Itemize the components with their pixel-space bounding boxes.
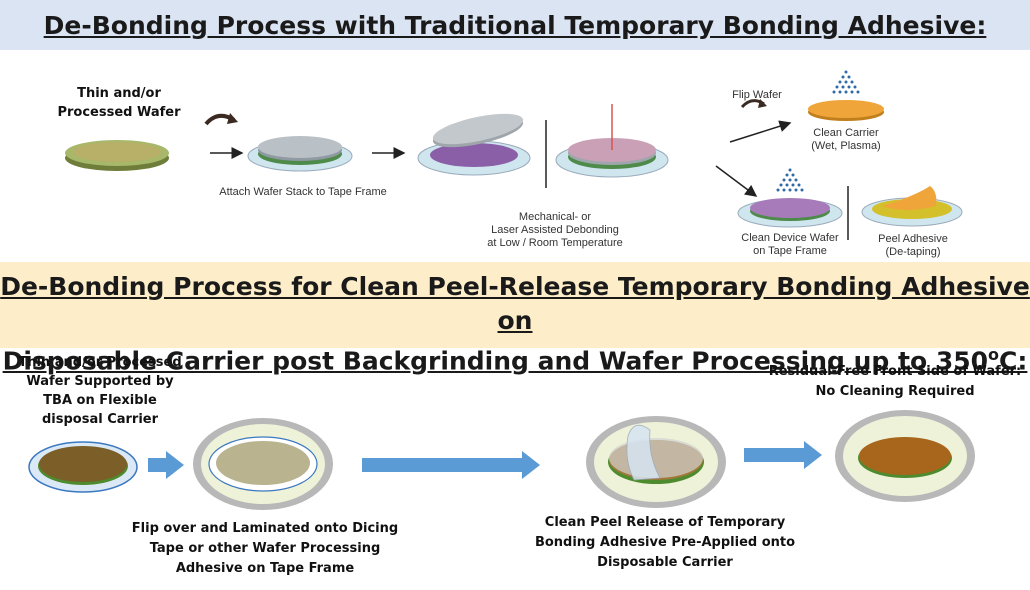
laminate-label-line-1: Flip over and Laminated onto Dicing [131, 521, 399, 536]
peel-adhesive-caption: Peel Adhesive (De-taping) [858, 233, 968, 259]
block-arrow-2 [362, 451, 540, 479]
laminate-label-line-2: Tape or other Wafer Processing [149, 541, 381, 556]
process-arrow-4 [715, 165, 758, 197]
laminate-label: Flip over and Laminated onto Dicing Tape… [115, 519, 415, 579]
block-arrow-3 [744, 441, 822, 469]
debond-caption-line-1: Mechanical- or [518, 211, 592, 223]
wafer-on-flexible-carrier [28, 441, 138, 493]
mechanical-debond-illustration [417, 113, 531, 176]
thin-wafer-illustration [65, 140, 169, 171]
peel-release-label-line-1: Clean Peel Release of Temporary [544, 515, 786, 530]
peel-release-label-line-3: Disposable Carrier [597, 555, 733, 570]
clean-device-caption: Clean Device Wafer on Tape Frame [728, 232, 852, 258]
residual-free-label: Residual-Free Front Side of Wafer: No Cl… [760, 362, 1030, 402]
laminated-on-tape-frame [193, 418, 333, 510]
flexible-carrier-label-line-1: Thin and/or Processed [18, 355, 182, 370]
debond-caption-line-3: at Low / Room Temperature [487, 237, 623, 249]
bottom-section-title: De-Bonding Process for Clean Peel-Releas… [0, 262, 1030, 375]
peel-adhesive-illustration [861, 186, 963, 227]
flip-curved-arrow-2-head [758, 99, 767, 108]
flexible-carrier-label-line-3: TBA on Flexible [43, 393, 157, 408]
thin-wafer-label: Thin and/or Processed Wafer [45, 84, 193, 122]
thin-wafer-label-line-2: Processed Wafer [57, 105, 181, 120]
clean-device-wafer-illustration [737, 168, 843, 228]
top-section-title: De-Bonding Process with Traditional Temp… [0, 0, 1030, 50]
laser-debond-illustration [555, 104, 669, 178]
clean-carrier-caption: Clean Carrier (Wet, Plasma) [796, 127, 896, 153]
bottom-title-line-2: Disposable Carrier post Backgrinding and… [0, 338, 1030, 378]
thin-wafer-label-line-1: Thin and/or [77, 86, 161, 101]
bottom-title-line-1: De-Bonding Process for Clean Peel-Releas… [0, 272, 1030, 335]
bottom-title-line-2-text: Disposable Carrier post Backgrinding and… [2, 346, 989, 376]
clean-carrier-caption-line-2: (Wet, Plasma) [811, 140, 881, 152]
flexible-carrier-label-line-2: Wafer Supported by [26, 374, 174, 389]
peel-adhesive-caption-line-2: (De-taping) [885, 246, 941, 258]
attach-caption: Attach Wafer Stack to Tape Frame [219, 186, 387, 198]
process-arrow-3 [729, 120, 792, 143]
flip-curved-arrow-1-head [227, 113, 238, 124]
residual-free-label-line-1: Residual-Free Front Side of Wafer: [768, 364, 1022, 379]
clean-carrier-caption-line-1: Clean Carrier [813, 127, 879, 139]
bottom-title-line-2-unit: C: [999, 346, 1028, 376]
wafer-stack-on-tape-frame [247, 136, 353, 172]
peel-adhesive-caption-line-1: Peel Adhesive [878, 233, 948, 245]
peel-release-illustration [586, 416, 726, 508]
laminate-label-line-3: Adhesive on Tape Frame [175, 561, 355, 576]
flexible-carrier-label-line-4: disposal Carrier [41, 412, 159, 427]
flexible-carrier-label: Thin and/or Processed Wafer Supported by… [10, 353, 190, 429]
degree-superscript: o [988, 345, 1000, 364]
clean-device-caption-line-1: Clean Device Wafer [741, 232, 839, 244]
residual-free-wafer-illustration [835, 410, 975, 502]
debond-caption-line-2: Laser Assisted Debonding [491, 224, 619, 236]
residual-free-label-line-2: No Cleaning Required [815, 384, 975, 399]
block-arrow-1 [148, 451, 184, 479]
debond-caption: Mechanical- or Laser Assisted Debonding … [455, 211, 655, 250]
flip-wafer-caption: Flip Wafer [732, 89, 782, 101]
clean-device-caption-line-2: on Tape Frame [753, 245, 827, 257]
peel-release-label-line-2: Bonding Adhesive Pre-Applied onto [534, 535, 796, 550]
peel-release-label: Clean Peel Release of Temporary Bonding … [515, 513, 815, 573]
clean-carrier-illustration [808, 70, 884, 121]
